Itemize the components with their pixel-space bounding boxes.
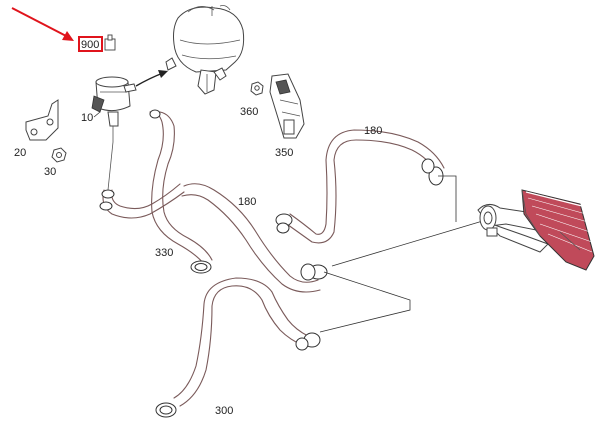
part-30-label: 30 (44, 166, 56, 178)
part-20-label: 20 (14, 147, 26, 159)
part-900[interactable]: 900 (78, 34, 116, 52)
part-30[interactable]: 30 (44, 147, 67, 178)
expansion-tank (165, 5, 245, 95)
part-900-label: 900 (81, 39, 99, 51)
part-10-label: 10 (81, 112, 93, 124)
part-350[interactable]: 350 (269, 73, 305, 159)
part-180-top-label: 180 (364, 125, 382, 137)
part-300-label: 300 (215, 405, 233, 417)
hose-330 (149, 109, 213, 274)
heater-core (477, 189, 595, 271)
direction-arrow-icon (135, 70, 168, 87)
hose-300: 300 (155, 277, 321, 418)
hose-180-top: 180 (275, 125, 445, 244)
hose-pump-outlet (99, 141, 185, 219)
part-180-mid-label: 180 (238, 196, 256, 208)
part-360[interactable]: 360 (240, 81, 264, 118)
part-350-label: 350 (275, 147, 293, 159)
pointer-arrow-icon (11, 7, 74, 41)
part-10[interactable]: 10 (81, 76, 137, 142)
assembly-lines (319, 175, 487, 333)
sensor-icon (104, 34, 116, 51)
part-330-label: 330 (155, 247, 173, 259)
part-360-label: 360 (240, 106, 258, 118)
part-20[interactable]: 20 (14, 99, 59, 159)
hose-180-mid: 180 (181, 183, 328, 293)
